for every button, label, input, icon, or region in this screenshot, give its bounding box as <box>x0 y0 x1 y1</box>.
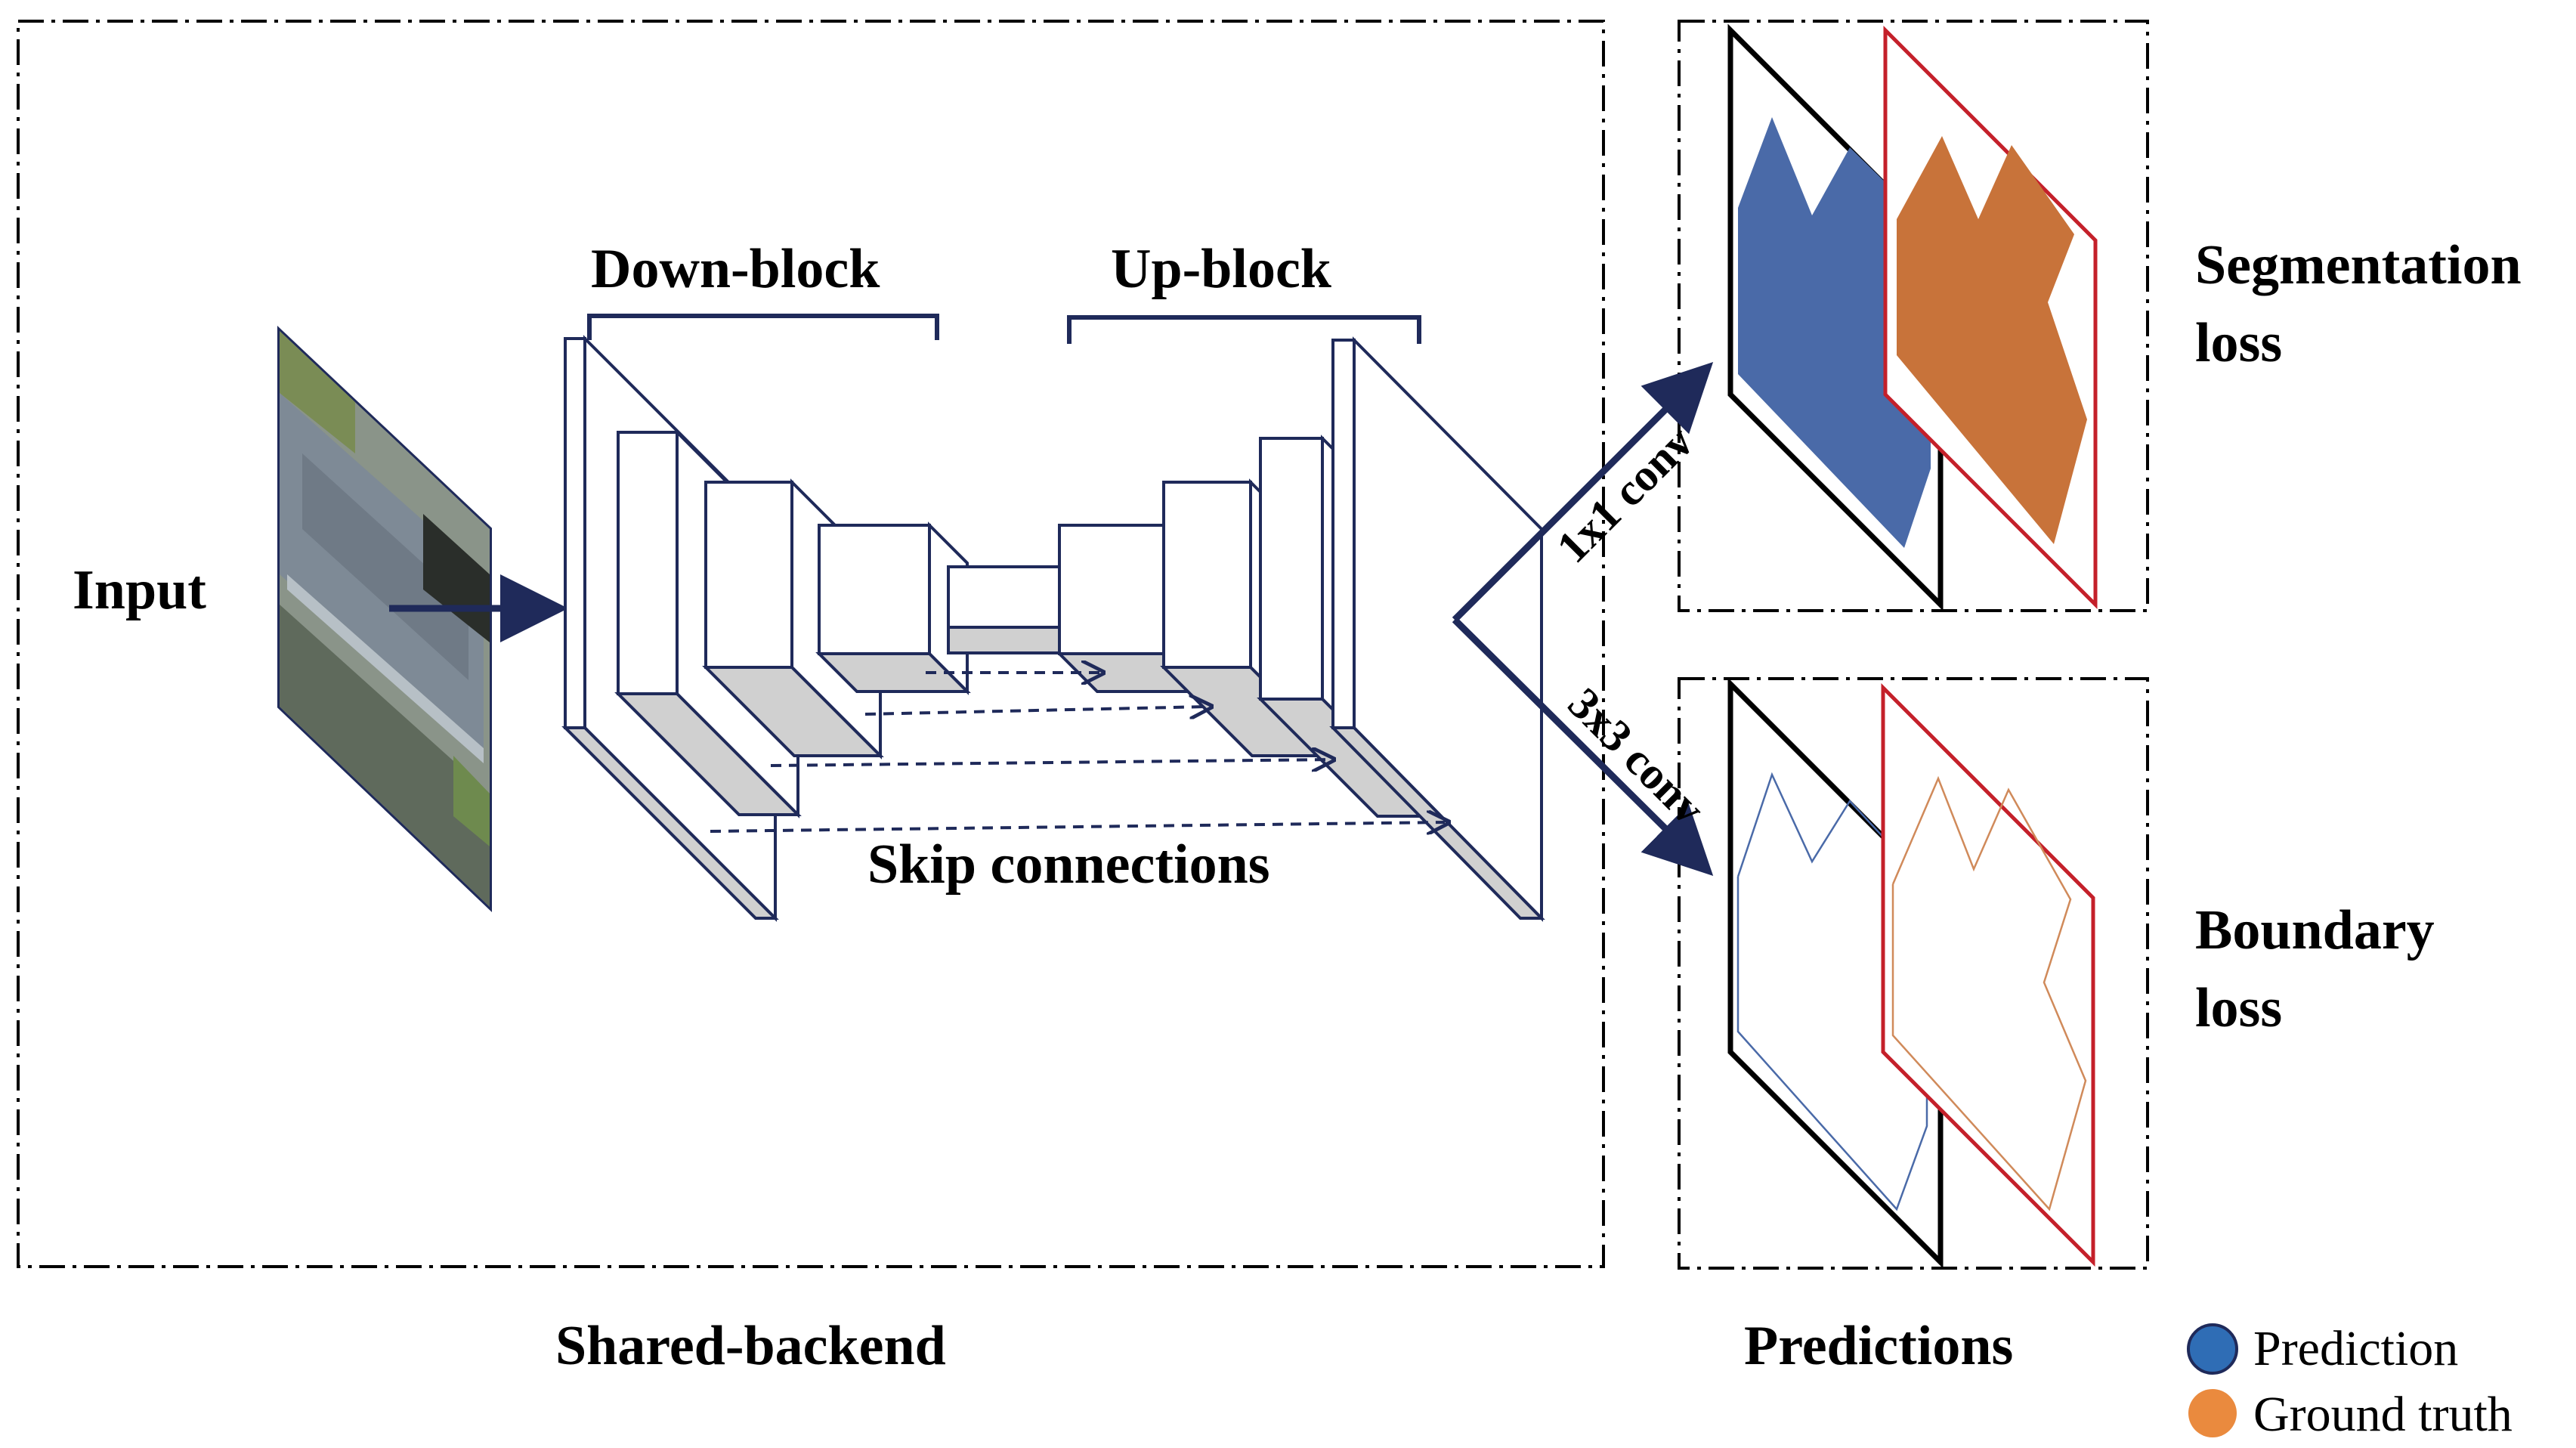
up-block-label: Up-block <box>1111 238 1332 300</box>
down-block-brace <box>587 314 939 340</box>
input-label: Input <box>73 559 206 621</box>
boundary-loss-label-line2: loss <box>2195 977 2282 1039</box>
predictions-label: Predictions <box>1744 1315 2013 1377</box>
segmentation-prediction-plane <box>1727 23 1944 611</box>
input-image <box>277 326 492 913</box>
boundary-head-arrow <box>1452 617 1714 877</box>
shared-backend-label: Shared-backend <box>555 1315 946 1377</box>
segmentation-prediction-frame <box>1678 20 2149 612</box>
encoder-block-4 <box>815 521 971 695</box>
shared-backend-frame <box>17 20 1605 1268</box>
skip-connection-2 <box>770 760 1330 766</box>
legend-prediction-swatch <box>2187 1323 2238 1375</box>
boundary-ground-truth-plane <box>1881 682 2095 1267</box>
segmentation-ground-truth-plane <box>1883 25 2098 610</box>
segmentation-head-arrow <box>1452 361 1714 623</box>
boundary-loss-label-line1: Boundary <box>2195 899 2435 961</box>
down-block-label: Down-block <box>591 238 880 300</box>
up-block-brace <box>1067 315 1421 344</box>
decoder-block-4 <box>1329 336 1545 922</box>
skip-connections-label: Skip connections <box>867 834 1270 896</box>
segmentation-loss-label-line1: Segmentation <box>2195 234 2522 296</box>
conv-3x3-label: 3x3 conv <box>1559 679 1715 834</box>
legend-prediction-label: Prediction <box>2253 1321 2458 1376</box>
boundary-prediction-frame <box>1678 677 2149 1270</box>
conv-1x1-label: 1x1 conv <box>1548 416 1703 572</box>
legend: Prediction Ground truth <box>2187 1321 2513 1442</box>
legend-ground-truth-label: Ground truth <box>2253 1387 2513 1442</box>
skip-connection-1 <box>710 822 1445 831</box>
skip-connection-3 <box>864 707 1208 714</box>
bottleneck-block <box>947 565 1061 654</box>
segmentation-loss-label-line2: loss <box>2195 312 2282 374</box>
legend-ground-truth-swatch <box>2188 1389 2237 1437</box>
